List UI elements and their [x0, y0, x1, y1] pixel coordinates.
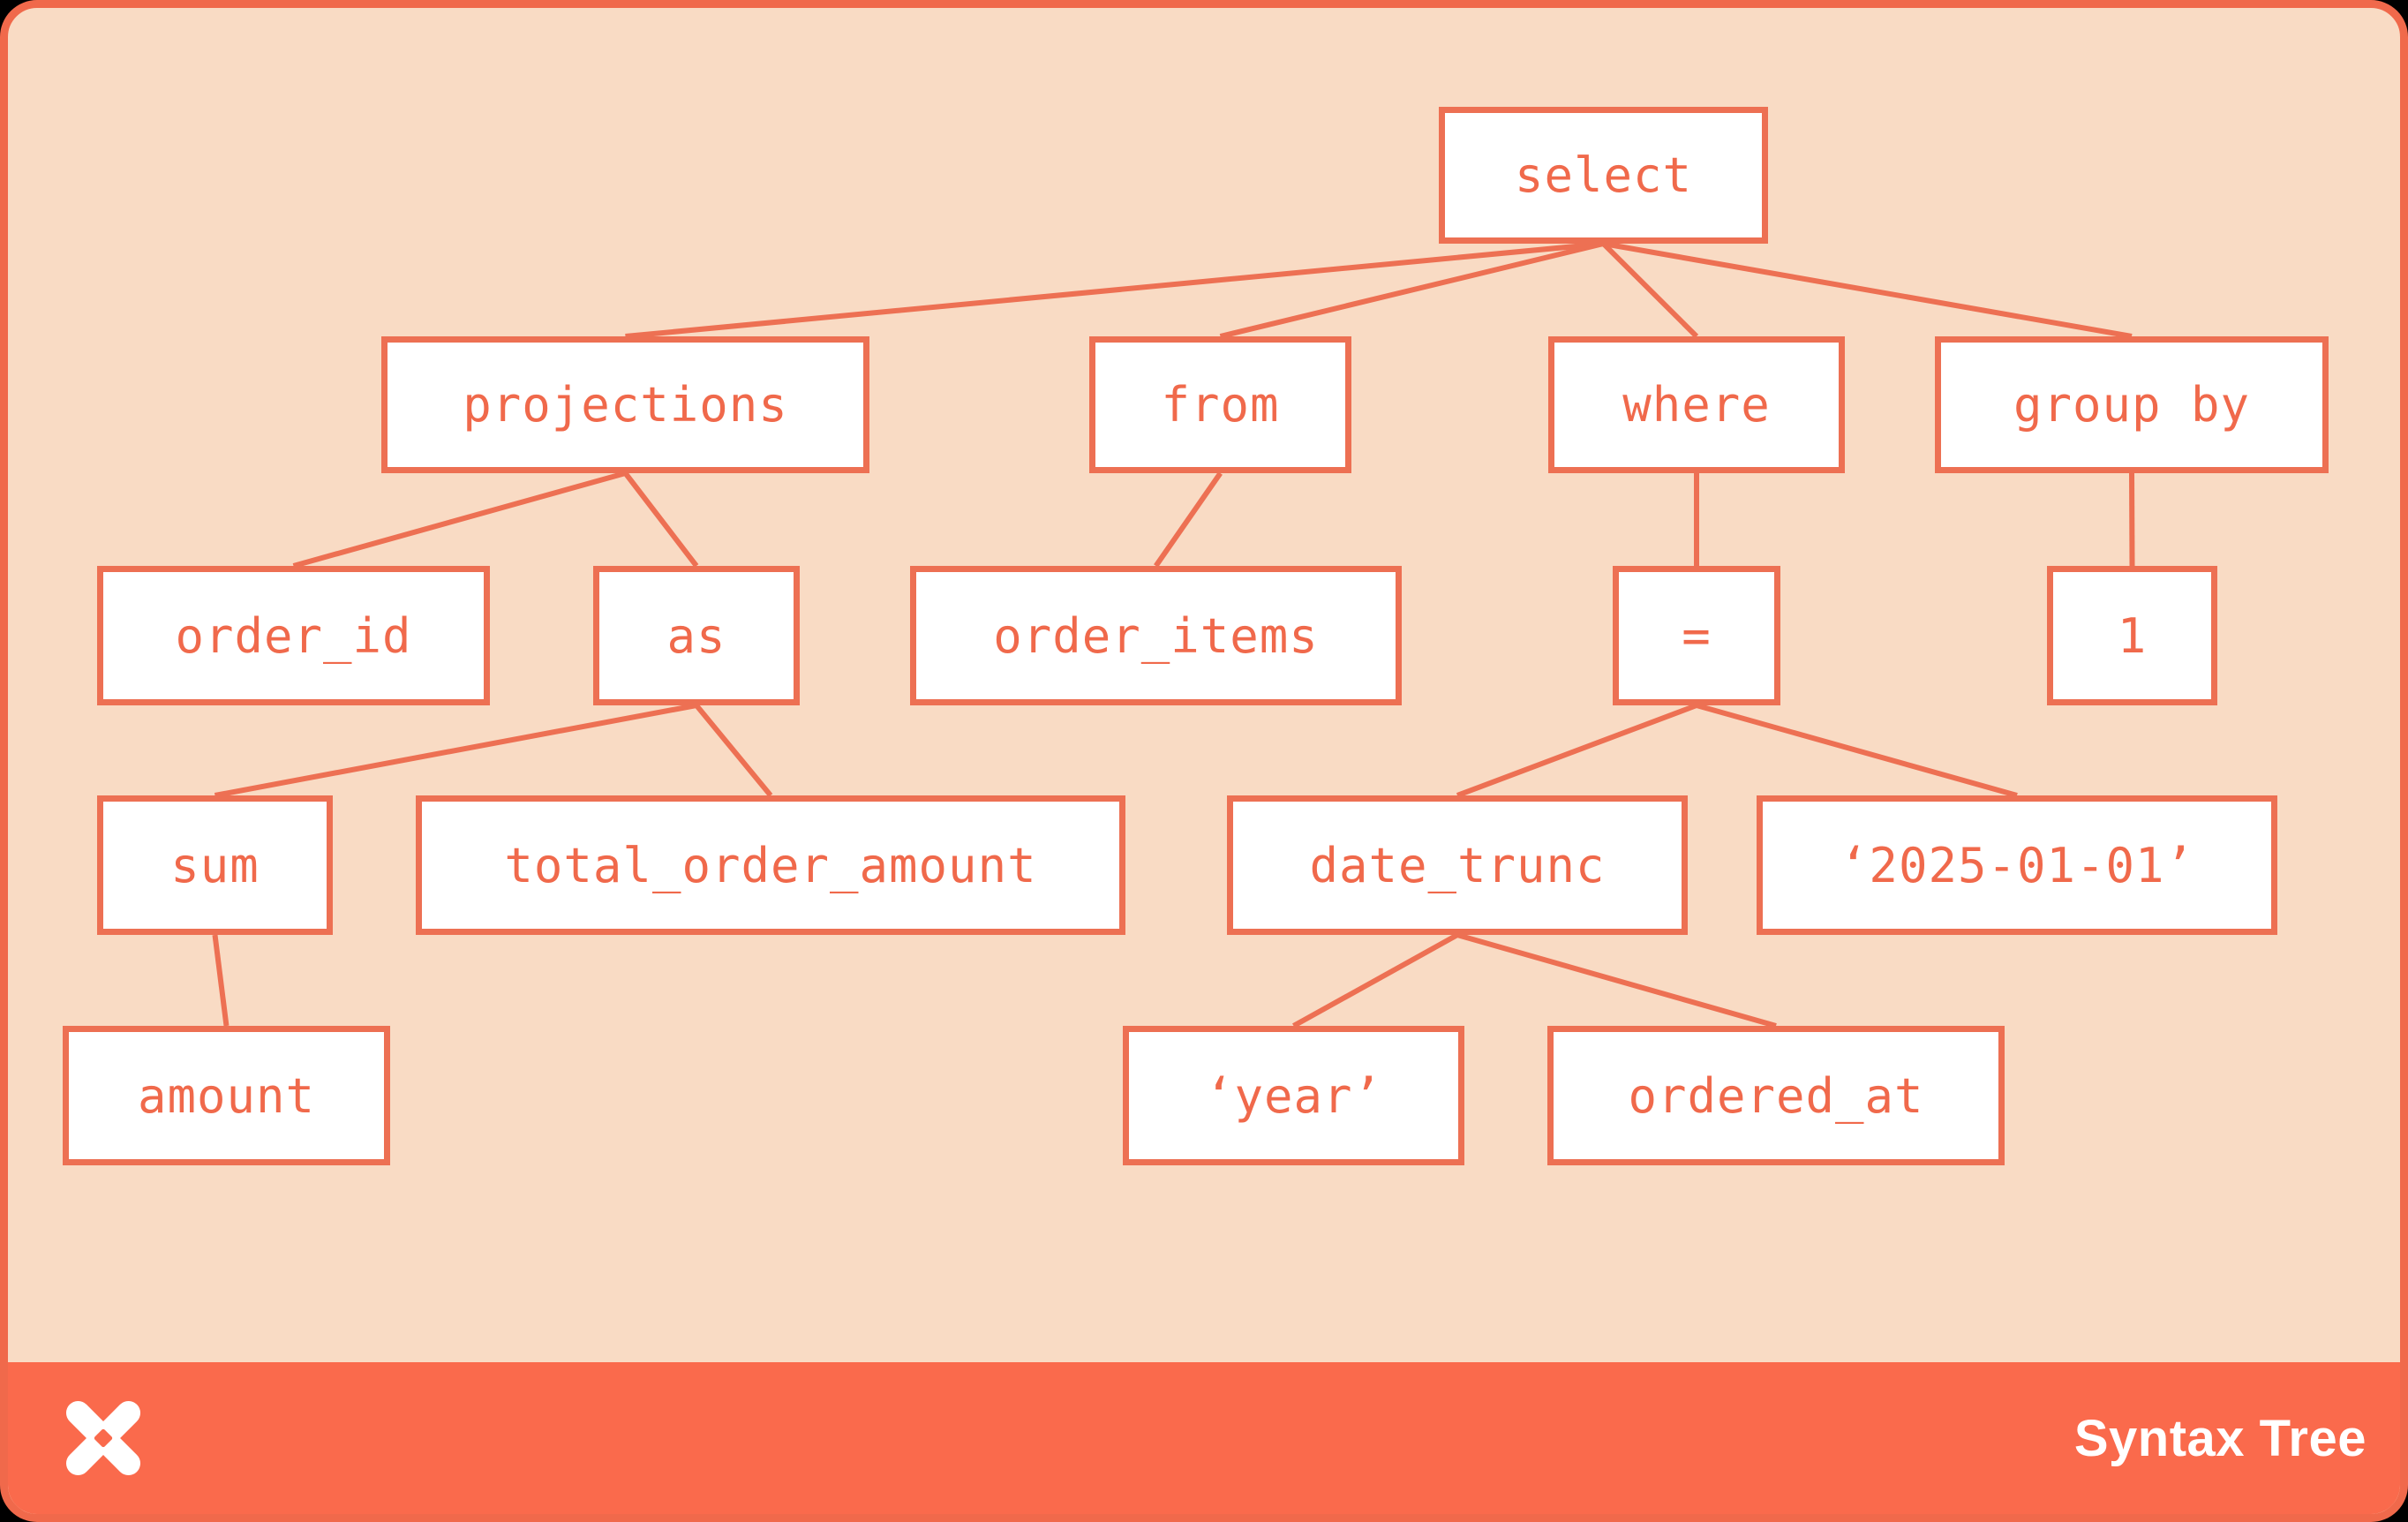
tree-node-label: order_items — [993, 607, 1319, 664]
tree-node-date_trunc: date_trunc — [1227, 795, 1688, 935]
tree-node-label: ‘year’ — [1204, 1067, 1383, 1124]
tree-edge-date_trunc-to-ordered_at — [1456, 932, 1777, 1028]
tree-node-total_order_amount: total_order_amount — [416, 795, 1125, 935]
tree-node-from: from — [1089, 336, 1351, 473]
tree-node-one: 1 — [2047, 566, 2217, 705]
tree-node-group_by: group by — [1935, 336, 2329, 473]
tree-canvas: select projections from where group by order_… — [8, 8, 2400, 1385]
tree-node-date_literal: ‘2025-01-01’ — [1757, 795, 2277, 935]
tree-edge-select-to-projections — [625, 241, 1604, 339]
tree-node-label: 1 — [2117, 607, 2148, 664]
tree-node-equals: = — [1613, 566, 1780, 705]
tree-node-label: where — [1622, 377, 1771, 433]
tree-edge-group_by-to-one — [2129, 472, 2135, 567]
footer-bar: Syntax Tree — [8, 1362, 2400, 1514]
tree-node-label: amount — [137, 1067, 316, 1124]
footer-title: Syntax Tree — [2073, 1409, 2367, 1467]
tree-edge-as-to-total_order_amount — [694, 704, 773, 797]
tree-node-label: ‘2025-01-01’ — [1839, 837, 2195, 893]
tree-node-sum: sum — [97, 795, 333, 935]
tree-node-label: order_id — [175, 607, 412, 664]
tree-edge-from-to-order_items — [1154, 471, 1223, 568]
tree-node-label: select — [1514, 147, 1693, 203]
tree-node-label: total_order_amount — [504, 837, 1037, 893]
tree-node-projections: projections — [381, 336, 869, 473]
tree-edge-equals-to-date_literal — [1696, 703, 2018, 798]
tree-node-year_literal: ‘year’ — [1123, 1026, 1464, 1165]
tree-edge-sum-to-amount — [212, 934, 230, 1027]
tree-node-label: = — [1682, 607, 1712, 664]
tree-edge-select-to-from — [1219, 241, 1605, 339]
tree-node-label: group by — [2013, 377, 2251, 433]
tree-edge-projections-to-order_id — [292, 471, 627, 569]
tree-edge-equals-to-date_trunc — [1456, 703, 1698, 798]
tree-edge-projections-to-as — [623, 471, 699, 568]
tree-node-amount: amount — [63, 1026, 390, 1165]
tree-edge-select-to-where — [1601, 241, 1699, 339]
tree-node-label: ordered_at — [1628, 1067, 1924, 1124]
tree-node-order_id: order_id — [97, 566, 490, 705]
tree-edge-select-to-group_by — [1602, 241, 2133, 339]
tree-node-select: select — [1439, 107, 1768, 244]
x-star-logo-icon — [65, 1400, 141, 1476]
tree-node-label: projections — [463, 377, 788, 433]
tree-edge-as-to-sum — [214, 703, 697, 798]
tree-node-label: date_trunc — [1309, 837, 1606, 893]
tree-edge-date_trunc-to-year_literal — [1292, 932, 1459, 1028]
tree-node-label: sum — [170, 837, 260, 893]
tree-node-ordered_at: ordered_at — [1547, 1026, 2005, 1165]
tree-node-order_items: order_items — [910, 566, 1402, 705]
tree-node-label: as — [666, 607, 726, 664]
tree-node-where: where — [1548, 336, 1845, 473]
tree-edges — [212, 241, 2135, 1028]
tree-node-label: from — [1161, 377, 1280, 433]
tree-node-as: as — [593, 566, 800, 705]
